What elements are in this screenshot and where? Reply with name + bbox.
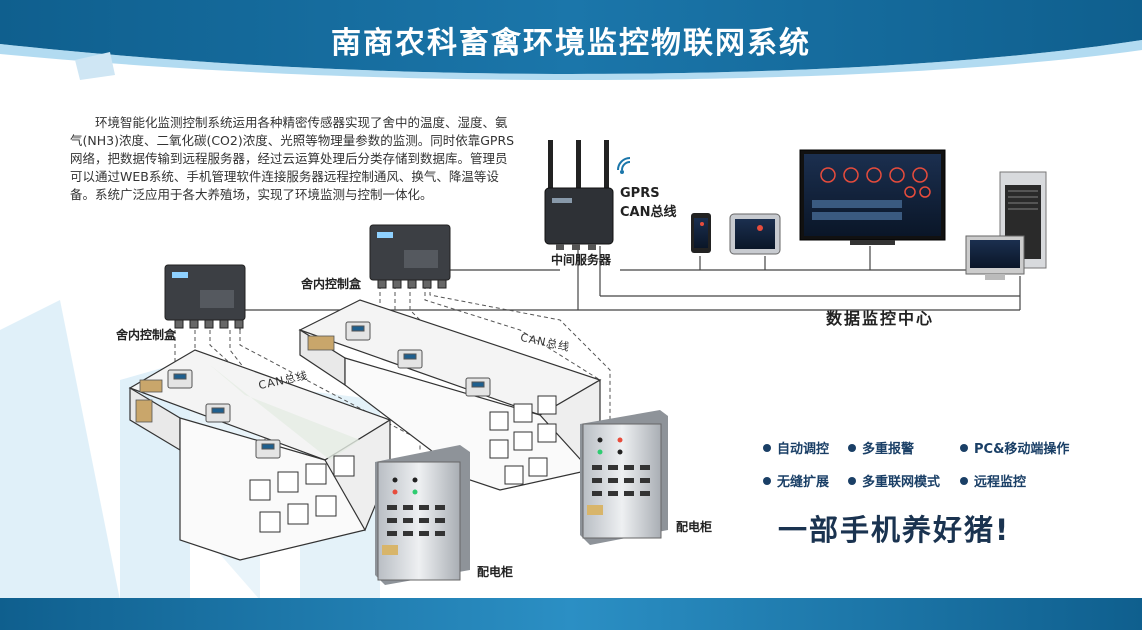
sensors xyxy=(167,321,491,459)
pc-workstation xyxy=(965,171,1047,280)
feature-label: 多重报警 xyxy=(862,442,915,457)
server-label: 中间服务器 xyxy=(551,253,612,267)
page-title: 南商农科畜禽环境监控物联网系统 xyxy=(331,26,811,61)
control-box-left-label: 舍内控制盒 xyxy=(116,328,177,342)
feature-item: 无缝扩展 xyxy=(763,471,829,490)
cabinet-right xyxy=(580,410,668,545)
monitor-screen xyxy=(799,149,946,245)
network-lines xyxy=(239,246,1021,330)
control-box-right-label: 舍内控制盒 xyxy=(301,277,362,291)
slogan: 一部手机养好猪! xyxy=(778,513,1011,547)
feature-label: PC&移动端操作 xyxy=(974,442,1070,457)
feature-item: 多重报警 xyxy=(848,438,914,457)
monitor-center-label: 数据监控中心 xyxy=(826,309,935,328)
bullet-icon xyxy=(763,477,771,485)
right-barn xyxy=(298,299,602,491)
footer-band xyxy=(0,598,1142,630)
feature-item: 多重联网模式 xyxy=(848,471,940,490)
bullet-icon xyxy=(848,444,856,452)
phone-device xyxy=(691,213,711,253)
feature-item: 远程监控 xyxy=(960,471,1026,490)
control-box-left xyxy=(164,264,246,329)
can-bus-label-gateway: CAN总线 xyxy=(620,205,677,220)
gateway-device xyxy=(544,140,631,250)
cabinet-right-label: 配电柜 xyxy=(676,520,713,534)
feature-item: 自动调控 xyxy=(763,438,829,457)
feature-label: 远程监控 xyxy=(974,475,1027,490)
feature-label: 自动调控 xyxy=(777,442,830,457)
gprs-label: GPRS xyxy=(620,186,660,201)
bullet-icon xyxy=(763,444,771,452)
tablet-device xyxy=(729,213,781,255)
feature-label: 无缝扩展 xyxy=(777,475,830,490)
feature-item: PC&移动端操作 xyxy=(960,438,1069,457)
bullet-icon xyxy=(960,444,968,452)
cabinet-left xyxy=(375,445,470,585)
intro-paragraph: 环境智能化监测控制系统运用各种精密传感器实现了舍中的温度、湿度、氨气(NH3)浓… xyxy=(70,115,515,202)
feature-label: 多重联网模式 xyxy=(862,475,941,490)
cabinet-left-label: 配电柜 xyxy=(477,565,514,579)
control-box-right xyxy=(369,224,451,289)
bullet-icon xyxy=(960,477,968,485)
header-band xyxy=(0,0,1142,80)
bullet-icon xyxy=(848,477,856,485)
left-barn xyxy=(128,349,392,561)
